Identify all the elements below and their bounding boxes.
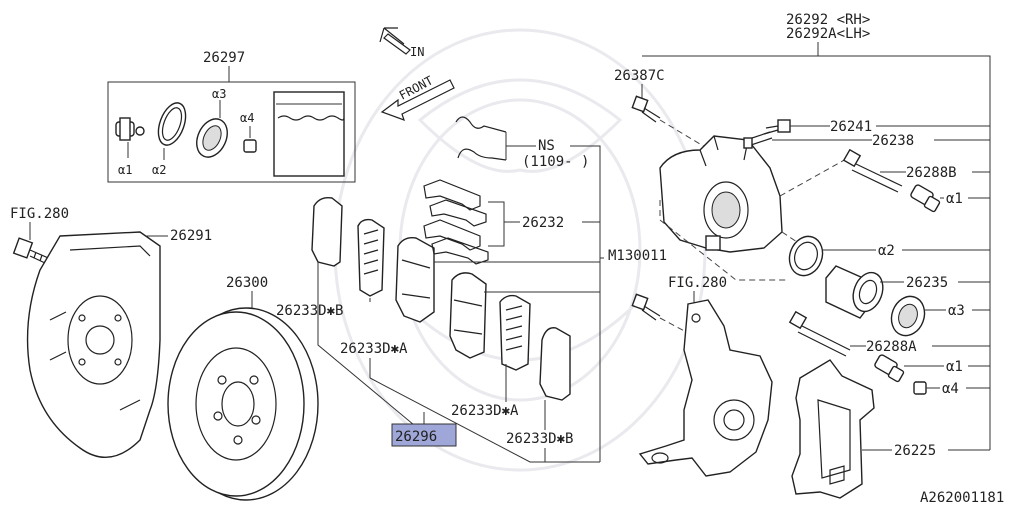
clip-label: 26232 [522, 215, 564, 231]
guide-pin-b-label: 26288B [906, 165, 957, 181]
pad-shim-left [311, 196, 343, 267]
pin-bolt-label: 26238 [872, 133, 914, 149]
ns-date-label: (1109- ) [522, 154, 589, 170]
brake-rotor [167, 307, 319, 501]
pad-right-b-label: 26233D✱B [506, 431, 573, 447]
dust-cover [26, 231, 161, 458]
r-a4-label: α4 [942, 381, 959, 397]
seal-a4-label: α4 [240, 111, 254, 125]
seal-a1-part [115, 117, 145, 158]
pad-left-a [395, 236, 435, 323]
seal-a3-label: α3 [212, 87, 226, 101]
seal-kit-label: 26297 [203, 50, 245, 66]
bleeder-label: 26241 [830, 119, 872, 135]
pad-left-b-label: 26233D✱B [276, 303, 343, 319]
rotor-label: 26300 [226, 275, 268, 291]
pad-right-a-label: 26233D✱A [451, 403, 519, 419]
steering-knuckle [638, 299, 773, 477]
guide-pin-a-label: 26288A [866, 339, 917, 355]
piston-seal [788, 235, 824, 277]
pin-bolt [743, 131, 773, 149]
grease-packet [273, 91, 345, 177]
drawing-code: A262001181 [920, 490, 1004, 506]
caliper-piston [825, 265, 884, 319]
pad-left-b [357, 218, 385, 297]
bolt-kit-label: 26387C [614, 68, 665, 84]
caliper-lh-label: 26292A<LH> [786, 26, 870, 42]
in-arrow: IN [379, 27, 424, 59]
ns-label: NS [538, 138, 555, 154]
piston-label: 26235 [906, 275, 948, 291]
pad-clips [423, 179, 489, 265]
pad-right-a [449, 272, 487, 359]
cover-label: 26291 [170, 228, 212, 244]
seal-a2-part [157, 102, 187, 160]
seal-kit-box: 26297 α1 α2 α3 α4 [107, 50, 356, 183]
r-a2-label: α2 [878, 243, 895, 259]
boot-a1-upper [910, 184, 941, 213]
cover-bolt [12, 237, 63, 271]
bleeder-screw [763, 119, 791, 135]
r-a1-label: α1 [946, 191, 963, 207]
piston-boot [890, 295, 926, 337]
seal-a4-part [243, 126, 257, 153]
caliper-support [791, 359, 875, 499]
pad-right-b [499, 294, 531, 371]
support-label: 26225 [894, 443, 936, 459]
front-label: FRONT [397, 73, 435, 102]
guide-pin-a [788, 310, 851, 357]
front-arrow: FRONT [380, 73, 455, 121]
fig-right-label: FIG.280 [668, 275, 727, 291]
seal-a1-label: α1 [118, 163, 132, 177]
boot-a1-lower [874, 354, 905, 383]
in-label: IN [410, 45, 424, 59]
r-a1b-label: α1 [946, 359, 963, 375]
seal-a2-label: α2 [152, 163, 166, 177]
caliper-bolt-lower [631, 293, 661, 321]
cap-a4 [913, 381, 927, 395]
caliper-rh-label: 26292 <RH> [786, 12, 870, 28]
fig-left-label: FIG.280 [10, 206, 69, 222]
bolt-m-label: M130011 [608, 248, 667, 264]
caliper-body [659, 135, 783, 253]
ns-springs [455, 116, 507, 161]
r-a3-label: α3 [948, 303, 965, 319]
caliper-bolt-upper [631, 95, 661, 123]
pad-shim-right [539, 327, 571, 401]
seal-a3-part [196, 100, 228, 158]
guide-pin-b [842, 148, 903, 193]
pad-set-label: 26296 [395, 429, 437, 445]
pad-left-a-label: 26233D✱A [340, 341, 408, 357]
